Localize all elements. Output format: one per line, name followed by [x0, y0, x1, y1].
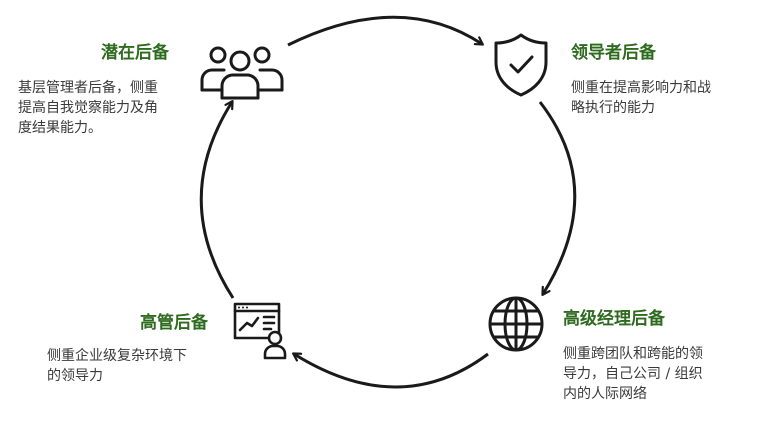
arrow-executive-to-potential: [199, 102, 235, 299]
arrow-senior-to-executive: [294, 354, 489, 389]
arrow-leader-to-senior: [538, 101, 577, 294]
desc-line: 侧重企业级复杂环境下: [47, 348, 187, 364]
node-desc-leader: 侧重在提高影响力和战 略执行的能力: [571, 78, 711, 118]
node-title-executive: 高管后备: [140, 313, 208, 333]
desc-line: 侧重跨团队和跨能的领: [563, 346, 703, 362]
desc-line: 导力，自己公司 / 组织: [563, 366, 703, 382]
desc-line: 度结果能力。: [18, 120, 102, 136]
globe-icon: [488, 296, 544, 352]
node-title-potential: 潜在后备: [101, 43, 169, 63]
desc-line: 侧重在提高影响力和战: [571, 80, 711, 96]
node-desc-potential: 基层管理者后备，侧重 提高自我觉察能力及角 度结果能力。: [18, 78, 158, 138]
node-desc-senior-manager: 侧重跨团队和跨能的领 导力，自己公司 / 组织 内的人际网络: [563, 344, 703, 404]
dashboard-user-icon: [233, 302, 287, 360]
desc-line: 的领导力: [47, 368, 103, 384]
people-group-icon: [200, 46, 284, 100]
desc-line: 略执行的能力: [571, 100, 655, 116]
desc-line: 提高自我觉察能力及角: [18, 100, 158, 116]
desc-line: 内的人际网络: [563, 386, 647, 402]
node-desc-executive: 侧重企业级复杂环境下 的领导力: [47, 346, 187, 386]
desc-line: 基层管理者后备，侧重: [18, 80, 158, 96]
node-title-leader: 领导者后备: [571, 43, 656, 63]
node-title-senior-manager: 高级经理后备: [563, 309, 665, 329]
arrow-potential-to-leader: [287, 15, 482, 47]
shield-check-icon: [494, 33, 548, 97]
